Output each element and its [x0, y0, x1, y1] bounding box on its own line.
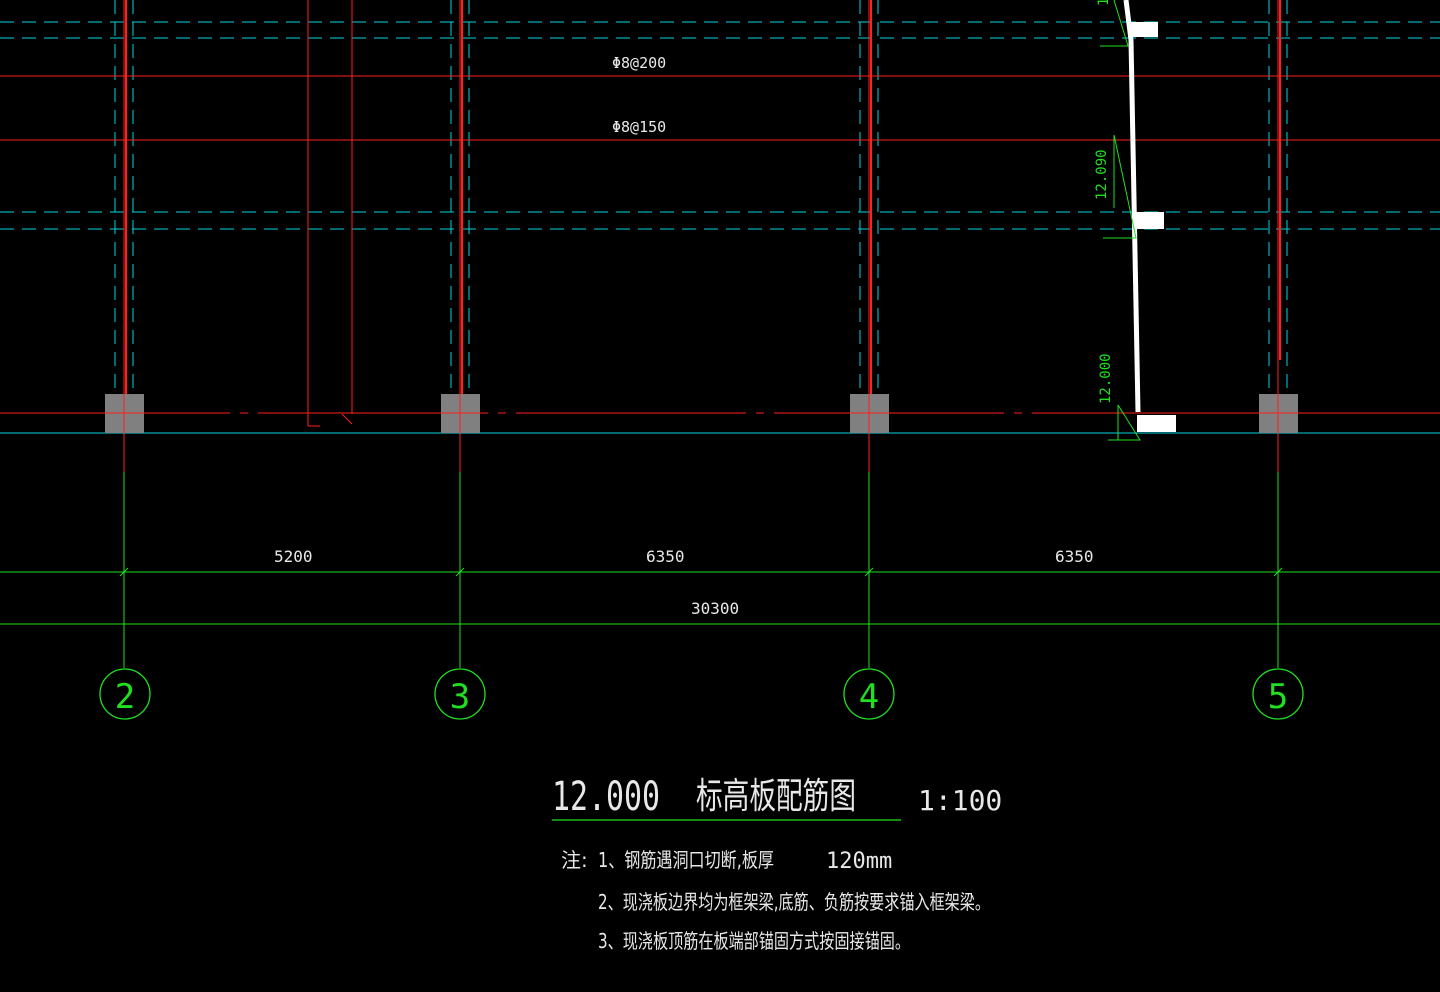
note-1-value: 120mm	[826, 849, 892, 874]
axis-label-3: 3	[450, 677, 470, 717]
title-elevation: 12.000	[552, 774, 660, 820]
rebar-label-bottom: Φ8@150	[612, 118, 666, 136]
column-center-marks	[105, 394, 1298, 433]
elevation-label-middle: 12.090	[1094, 149, 1110, 200]
dimension-span-2-3: 5200	[274, 547, 313, 566]
note-3-text: 3、现浇板顶筋在板端部锚固方式按固接锚固。	[598, 929, 910, 953]
title-scale: 1:100	[918, 784, 1002, 817]
axis-bubble-3[interactable]	[434, 668, 486, 720]
axis-bubble-4[interactable]	[843, 668, 895, 720]
axis-label-2: 2	[115, 677, 135, 717]
elevation-label-top: 1	[1096, 0, 1112, 6]
dimension-span-3-4: 6350	[646, 547, 685, 566]
note-1-text: 1、钢筋遇洞口切断,板厚	[598, 848, 774, 872]
dimension-lines	[0, 472, 1440, 668]
beam-dashed-lines-horizontal	[0, 21, 1440, 230]
axis-bubble-5[interactable]	[1252, 668, 1304, 720]
sloped-wall[interactable]	[1123, 0, 1176, 432]
note-2-text: 2、现浇板边界均为框架梁,底筋、负筋按要求锚入框架梁。	[598, 890, 990, 914]
notes-prefix: 注:	[561, 848, 588, 872]
dimension-total: 30300	[691, 599, 739, 618]
axis-bubbles	[99, 668, 1304, 720]
rebar-lines-horizontal	[0, 75, 1440, 414]
elevation-label-bottom: 12.000	[1098, 353, 1114, 404]
elevation-markers	[1100, 0, 1141, 441]
axis-label-4: 4	[859, 677, 879, 717]
axis-bubble-2[interactable]	[99, 668, 151, 720]
grid-axis-lines	[123, 0, 1281, 472]
title-name: 标高板配筋图	[696, 776, 856, 817]
axis-label-5: 5	[1268, 677, 1288, 717]
dimension-span-4-5: 6350	[1055, 547, 1094, 566]
rebar-label-top: Φ8@200	[612, 54, 666, 72]
